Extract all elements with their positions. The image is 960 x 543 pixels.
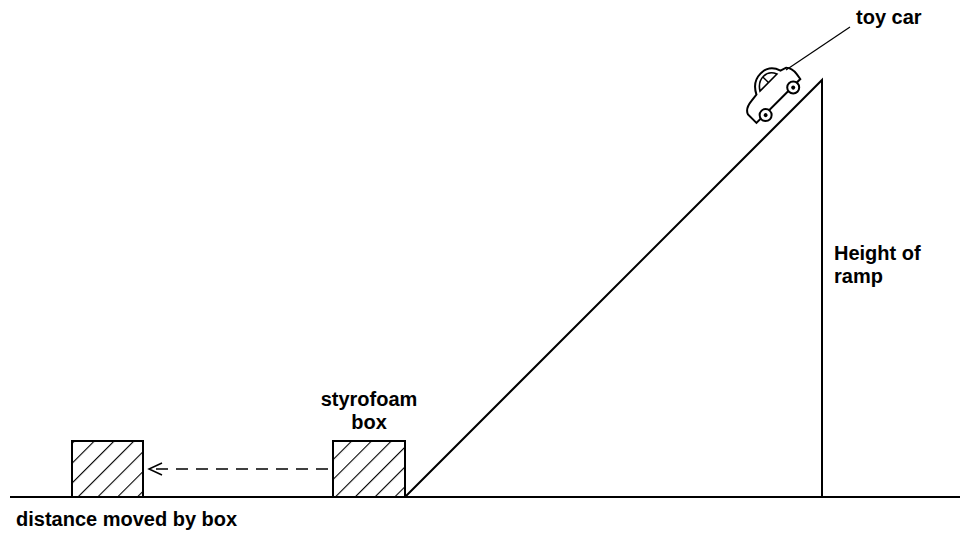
label-text: toy car <box>856 6 956 29</box>
styrofoam-box <box>333 441 405 497</box>
label-text: styrofoam box <box>314 388 424 434</box>
ground-line <box>10 496 960 498</box>
label-text: Height of ramp <box>834 242 954 288</box>
moved-box <box>72 441 143 497</box>
leader-line <box>786 27 850 70</box>
ramp <box>405 80 822 497</box>
toy-car <box>734 56 806 128</box>
distance-arrow <box>150 468 328 470</box>
arrow-head <box>149 463 162 475</box>
label-text: distance moved by box <box>16 508 316 531</box>
